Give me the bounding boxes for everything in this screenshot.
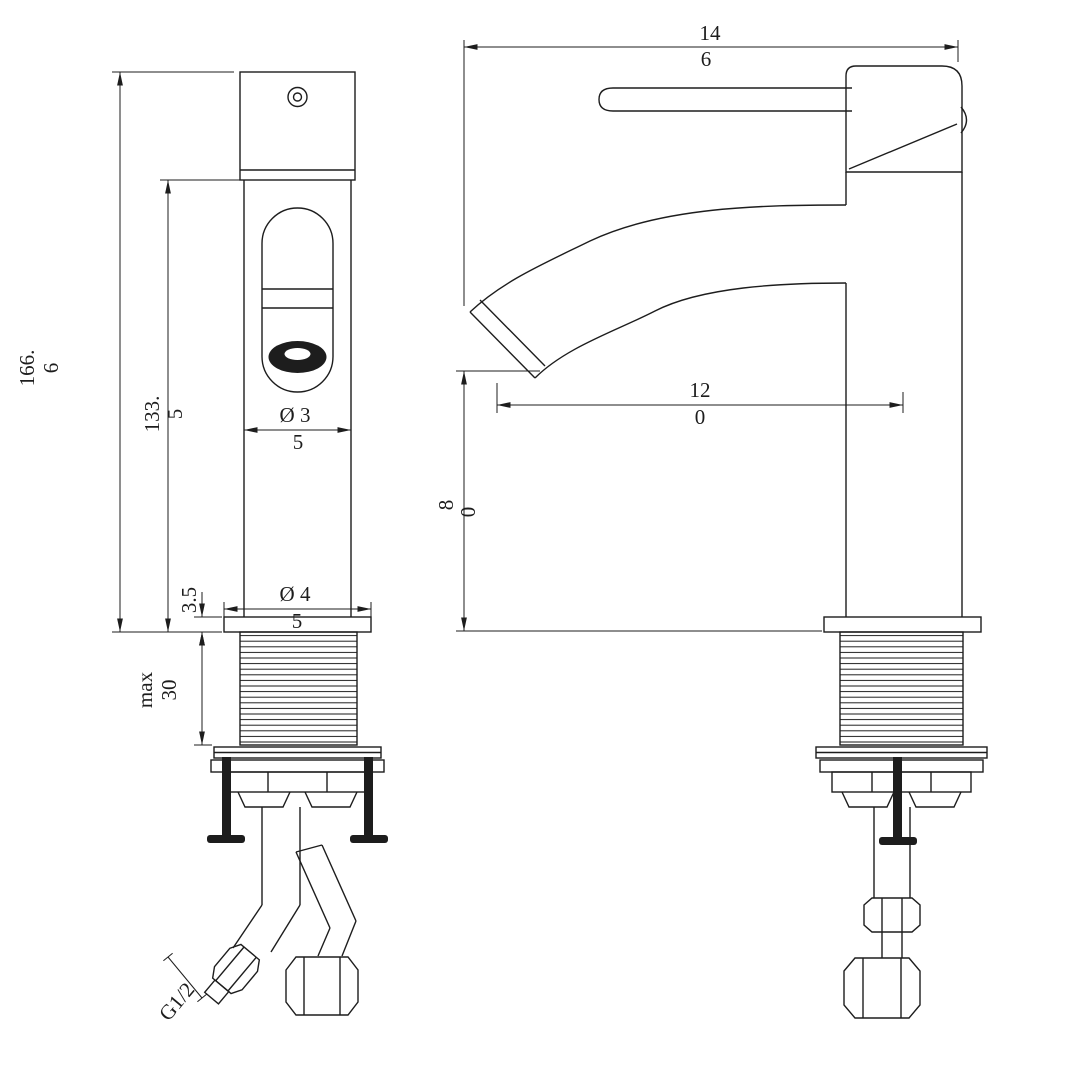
side-body xyxy=(845,172,963,617)
locking-nut xyxy=(227,771,368,793)
dim-body-height-label-2: 5 xyxy=(163,409,187,420)
dimension-tick xyxy=(197,993,207,1003)
spout-aerator-line xyxy=(479,299,546,367)
hose-joint-hex xyxy=(863,897,921,933)
dim-total-depth-label-1: 14 xyxy=(700,21,722,45)
dim-thread-max-label: max xyxy=(133,671,157,708)
handle-base xyxy=(845,65,963,173)
dim-spout-reach-label-2: 0 xyxy=(695,405,706,429)
cap-outline xyxy=(239,71,356,181)
dim-flange-thickness-label: 3.5 xyxy=(177,587,201,613)
dim-inlet-thread: G1/2 xyxy=(154,952,207,1026)
dim-body-diameter-label-1: Ø 3 xyxy=(280,403,311,427)
hex-fitting-tail xyxy=(203,979,230,1005)
hose-b-neck-left xyxy=(317,927,331,957)
spout-top-edge xyxy=(469,204,847,313)
side-spout xyxy=(469,204,847,379)
hose-a-elbow-left xyxy=(232,904,263,949)
dim-body-diameter: Ø 3 5 xyxy=(244,403,351,454)
dimensions: 166. 6 133. 5 3.5 max 30 Ø 3 5 xyxy=(15,21,959,1026)
handle-base-joint-line xyxy=(848,123,958,170)
joint-hex-outline xyxy=(863,897,921,933)
locking-nut-tabs xyxy=(841,791,962,808)
dimension-line xyxy=(167,956,203,999)
hex-fitting-facet xyxy=(215,946,245,982)
spout-bottom-edge xyxy=(534,282,847,379)
dim-total-height: 166. 6 xyxy=(15,71,234,633)
front-thread-shank xyxy=(239,631,358,746)
side-view xyxy=(469,65,988,1019)
dimension-tick xyxy=(163,952,173,962)
cap-screw-outer xyxy=(287,86,308,108)
hose-b-right-edge xyxy=(321,844,357,922)
mounting-bolt-foot xyxy=(879,837,917,845)
dim-total-depth-label-2: 6 xyxy=(701,47,712,71)
side-supply-hose xyxy=(843,807,921,1019)
dim-flange-thickness: 3.5 xyxy=(177,587,222,657)
spout-tip-face xyxy=(469,311,536,379)
front-view xyxy=(203,71,388,1016)
dim-base-diameter: Ø 4 5 xyxy=(223,582,372,633)
dim-spout-height-label-2: 0 xyxy=(456,507,480,518)
hex-fitting-outline xyxy=(211,943,261,995)
dim-base-diameter-label-2: 5 xyxy=(292,609,303,633)
dim-inlet-thread-label: G1/2 xyxy=(154,978,199,1026)
mounting-bolt xyxy=(893,757,902,837)
hex-nut-outline xyxy=(843,957,921,1019)
front-handle-cap xyxy=(239,71,356,181)
dim-base-diameter-label-1: Ø 4 xyxy=(280,582,311,606)
hose-end-hex-nut xyxy=(843,957,921,1019)
mounting-bolt-right xyxy=(364,757,373,837)
threaded-shank xyxy=(839,631,964,746)
hose-b-neck-right xyxy=(341,920,357,957)
hose-a-elbow-right xyxy=(270,904,301,953)
dim-spout-reach: 12 0 xyxy=(496,378,904,429)
dim-total-depth: 14 6 xyxy=(463,21,959,306)
hex-nut-outline xyxy=(285,956,359,1016)
side-mounting-hardware xyxy=(815,746,988,845)
dim-thread-length: max 30 xyxy=(133,632,212,746)
locking-nut-tabs xyxy=(237,791,358,808)
dim-spout-reach-label-1: 12 xyxy=(690,378,711,402)
hose-b-hex-nut xyxy=(285,956,359,1016)
spout-opening-slot xyxy=(261,207,334,393)
mounting-bolt-left-foot xyxy=(207,835,245,843)
cap-screw-inner xyxy=(292,92,303,102)
hose-b-top-cap xyxy=(295,844,323,853)
dim-spout-height: 8 0 xyxy=(434,370,822,632)
side-thread-shank xyxy=(839,631,964,746)
dim-body-height-label-1: 133. xyxy=(140,396,164,433)
dim-total-height-label-2: 6 xyxy=(39,363,63,374)
hex-fitting-facet xyxy=(227,956,257,992)
threaded-shank xyxy=(239,631,358,746)
side-base-flange xyxy=(823,616,982,633)
front-body xyxy=(243,180,352,617)
dim-spout-height-label-1: 8 xyxy=(434,500,458,511)
handle-lever xyxy=(598,87,852,112)
hose-a-hex-fitting xyxy=(203,943,261,1005)
aerator-center xyxy=(284,348,311,360)
dim-thread-length-label: 30 xyxy=(157,680,181,701)
front-supply-hoses xyxy=(203,807,359,1016)
base-flange-outline xyxy=(823,616,982,633)
dim-body-height: 133. 5 xyxy=(140,179,242,632)
dim-total-height-label-1: 166. xyxy=(15,350,39,387)
mounting-bolt-right-foot xyxy=(350,835,388,843)
mounting-bracket xyxy=(210,759,385,773)
dim-body-diameter-label-2: 5 xyxy=(293,430,304,454)
handle-pivot-dome xyxy=(960,106,968,134)
hose-b-left-edge xyxy=(295,851,331,929)
mounting-bolt-left xyxy=(222,757,231,837)
front-mounting-hardware xyxy=(207,746,388,843)
side-handle xyxy=(598,65,968,173)
